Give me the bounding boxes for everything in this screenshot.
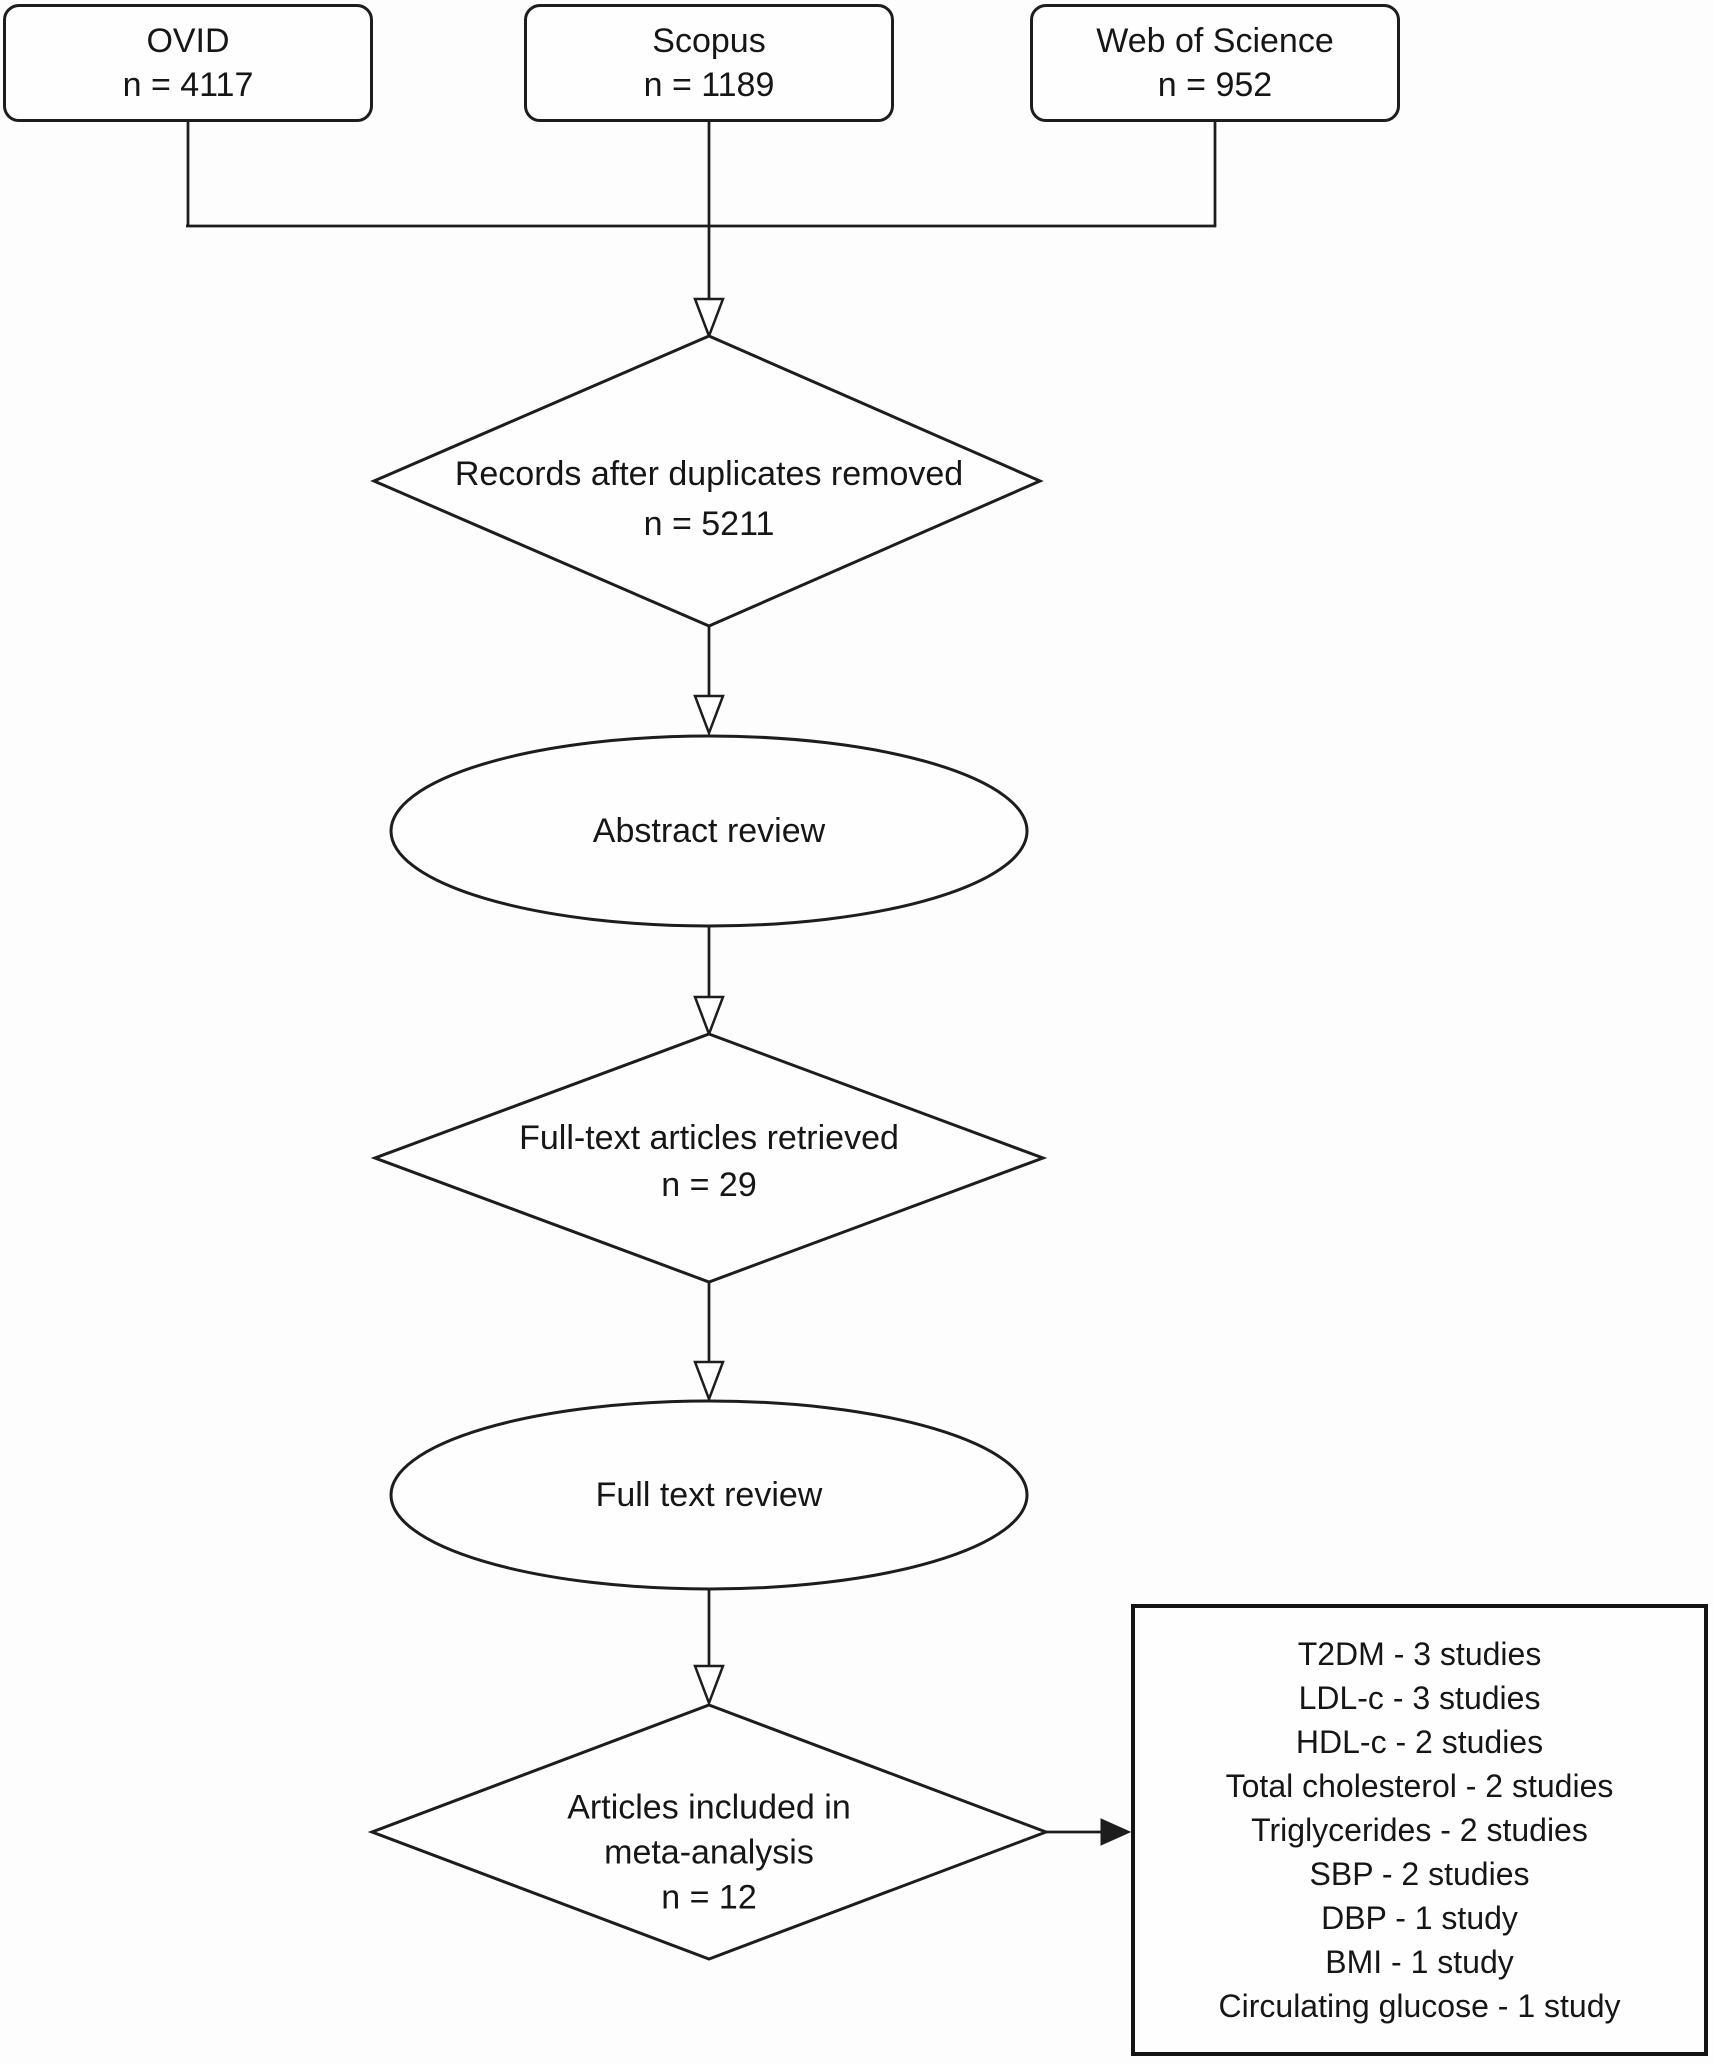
source-box-ovid: OVID n = 4117 xyxy=(3,4,373,122)
arrowhead-to-fulltext-diamond xyxy=(693,995,725,1038)
outcome-line-dbp: DBP - 1 study xyxy=(1321,1900,1518,1936)
arrowhead-to-dedup-diamond xyxy=(693,297,725,340)
arrowhead-to-fulltext-review-ellipse xyxy=(693,1360,725,1403)
fulltext-retrieved-count: n = 29 xyxy=(661,1166,757,1204)
label-fulltext-retrieved: Full-text articles retrieved n = 29 xyxy=(519,1115,899,1209)
label-abstract-review: Abstract review xyxy=(593,809,825,853)
articles-included-line1: Articles included in xyxy=(567,1788,851,1827)
source-box-ovid-name: OVID xyxy=(146,22,230,60)
articles-included-line2: meta-analysis xyxy=(604,1833,814,1872)
diamond-articles-included xyxy=(367,1703,1051,1961)
outcome-line-total-cholesterol: Total cholesterol - 2 studies xyxy=(1225,1768,1614,1804)
arrowhead-to-outcomes-box xyxy=(1100,1818,1132,1846)
dedup-line1: Records after duplicates removed xyxy=(454,455,964,493)
arrowhead-to-abstract-ellipse xyxy=(693,694,725,737)
abstract-review-text: Abstract review xyxy=(592,812,826,850)
outcome-line-sbp: SBP - 2 studies xyxy=(1309,1856,1530,1892)
label-articles-included: Articles included in meta-analysis n = 1… xyxy=(567,1786,850,1921)
outcome-line-circulating-glucose: Circulating glucose - 1 study xyxy=(1218,1988,1621,2024)
fulltext-review-text: Full text review xyxy=(595,1476,823,1514)
source-box-ovid-count: n = 4117 xyxy=(122,66,254,104)
articles-included-count: n = 12 xyxy=(661,1878,757,1917)
outcome-line-triglycerides: Triglycerides - 2 studies xyxy=(1251,1812,1588,1848)
source-box-scopus-name: Scopus xyxy=(652,22,766,60)
label-fulltext-review: Full text review xyxy=(596,1473,823,1517)
source-box-scopus-count: n = 1189 xyxy=(643,66,775,104)
outcomes-box: T2DM - 3 studies LDL-c - 3 studies HDL-c… xyxy=(1131,1604,1708,2056)
fulltext-retrieved-line1: Full-text articles retrieved xyxy=(519,1119,899,1157)
source-box-wos-count: n = 952 xyxy=(1157,66,1273,104)
label-records-after-duplicates: Records after duplicates removed n = 521… xyxy=(455,449,963,549)
source-box-scopus: Scopus n = 1189 xyxy=(524,4,894,122)
outcome-line-hdl-c: HDL-c - 2 studies xyxy=(1295,1724,1544,1760)
source-box-wos-name: Web of Science xyxy=(1096,22,1334,60)
outcome-line-bmi: BMI - 1 study xyxy=(1325,1944,1514,1980)
arrowhead-to-included-diamond xyxy=(693,1664,725,1707)
dedup-count: n = 5211 xyxy=(643,505,775,543)
outcome-line-ldl-c: LDL-c - 3 studies xyxy=(1298,1680,1541,1716)
outcome-line-t2dm: T2DM - 3 studies xyxy=(1297,1636,1542,1672)
source-box-web-of-science: Web of Science n = 952 xyxy=(1030,4,1400,122)
